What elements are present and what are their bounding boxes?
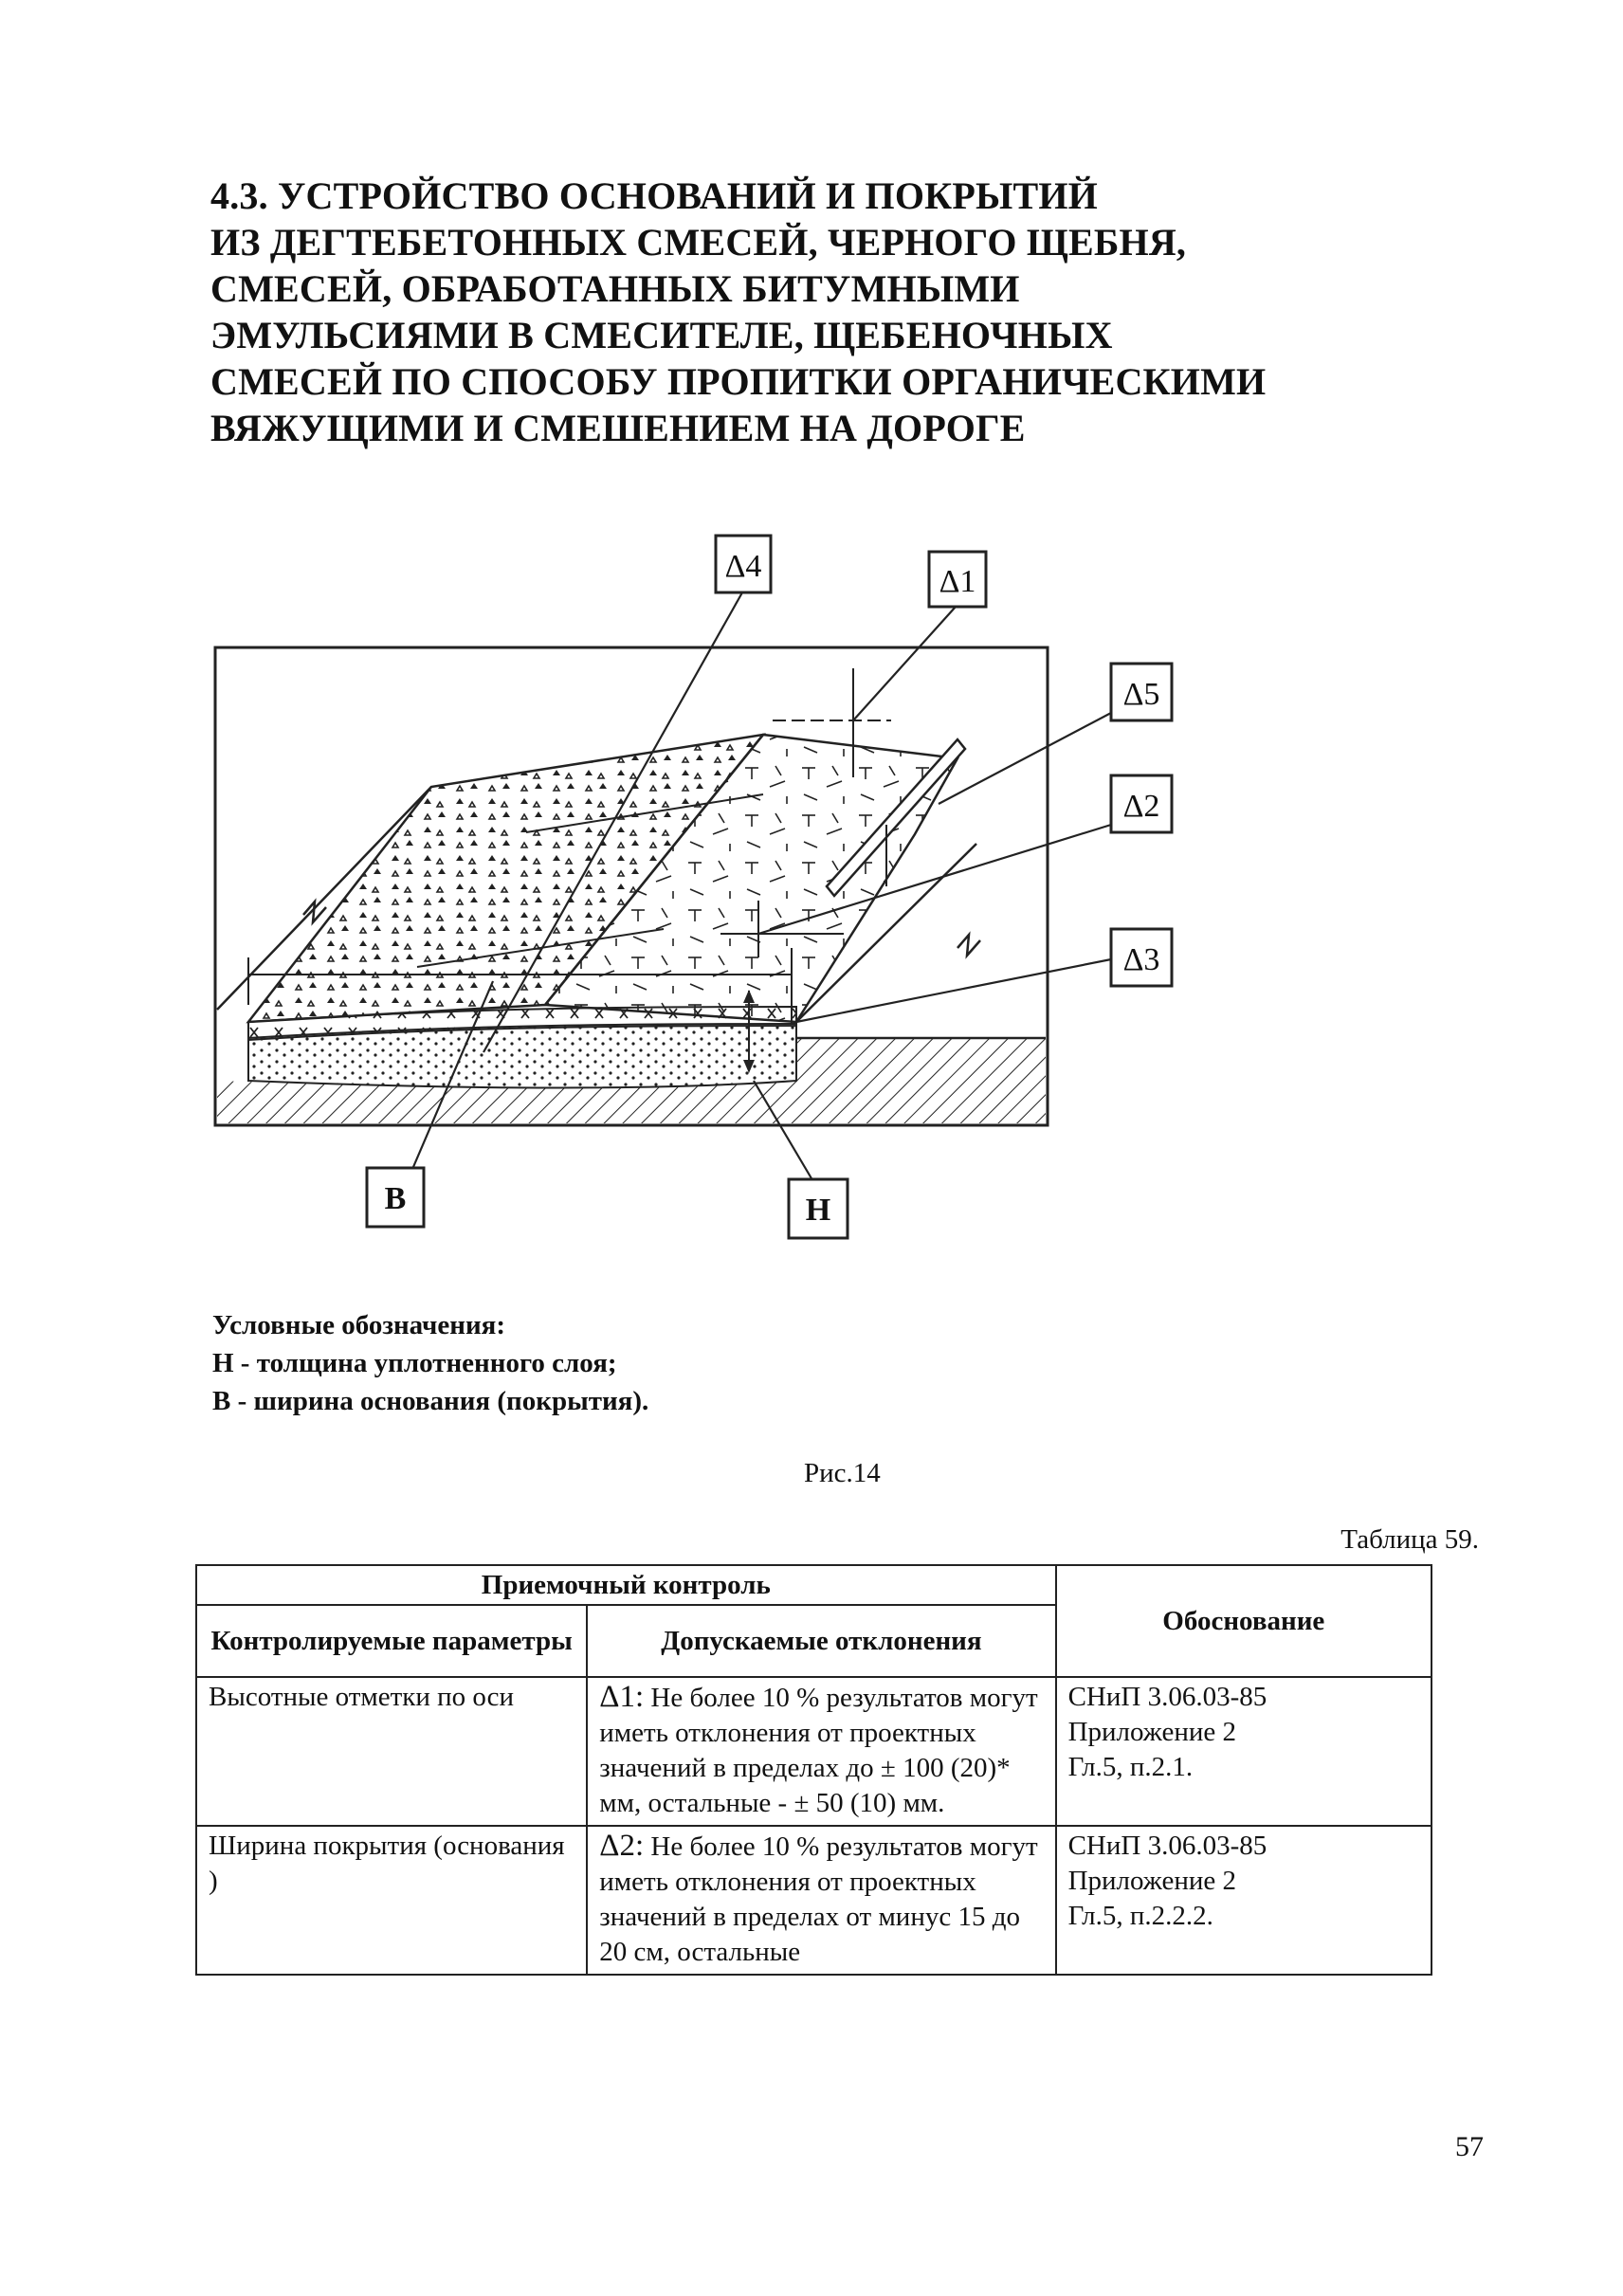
acceptance-control-table: Приемочный контроль Обоснование Контроли… [194,1564,1433,1976]
heading-line: ИЗ ДЕГТЕБЕТОННЫХ СМЕСЕЙ, ЧЕРНОГО ЩЕБНЯ, [210,221,1187,264]
deviation-text: Не более 10 % результатов могут иметь от… [599,1683,1038,1818]
shoulder-slope-right [795,843,977,1023]
basis-line: Гл.5, п.2.1. [1067,1752,1194,1782]
label-box-d1 [927,550,988,609]
figure-caption: Рис.14 [804,1458,881,1488]
cell-param: Ширина покрытия (основания ) [194,1825,589,1976]
header-basis: Обоснование [1054,1564,1433,1678]
shoulder-slope-left [216,786,432,1011]
header-deviations: Допускаемые отклонения [586,1604,1057,1678]
page-number: 57 [1455,2131,1484,2162]
cell-basis: СНиП 3.06.03-85 Приложение 2 Гл.5, п.2.1… [1054,1676,1433,1827]
label-d2: Δ2 [1123,789,1160,824]
basis-line: Гл.5, п.2.2.2. [1067,1901,1213,1931]
break-mark [957,931,981,959]
heading-line: 4.3. УСТРОЙСТВО ОСНОВАНИЙ И ПОКРЫТИЙ [210,174,1098,217]
figure-legend: Условные обозначения: Н - толщина уплотн… [212,1306,648,1420]
strip-divider [525,793,764,833]
cell-param: Высотные отметки по оси [194,1676,589,1827]
basis-line: СНиП 3.06.03-85 [1067,1682,1267,1712]
label-d3: Δ3 [1123,942,1160,977]
header-params: Контролируемые параметры [194,1604,589,1678]
table-header-row: Приемочный контроль Обоснование [195,1564,1433,1678]
strip-divider [416,928,665,968]
cell-basis: СНиП 3.06.03-85 Приложение 2 Гл.5, п.2.2… [1054,1825,1433,1976]
leader-d4 [483,592,743,1053]
label-box-d5 [1109,662,1174,722]
thickness-arrowhead [743,990,755,1003]
heading-line: ЭМУЛЬСИЯМИ В СМЕСИТЕЛЕ, ЩЕБЕНОЧНЫХ [210,314,1113,356]
leader-h [753,1080,819,1191]
straightedge-rail [825,738,967,898]
label-box-b [365,1166,426,1229]
legend-item: Н - толщина уплотненного слоя; [212,1348,617,1378]
cell-deviation: Δ1: Не более 10 % результатов могут имет… [586,1676,1057,1827]
basis-line: Приложение 2 [1067,1717,1236,1747]
section-heading: 4.3. УСТРОЙСТВО ОСНОВАНИЙ И ПОКРЫТИЙ ИЗ … [210,173,1348,451]
label-box-d3 [1109,927,1174,988]
table-row: Ширина покрытия (основания ) Δ2: Не боле… [194,1825,1433,1976]
label-box-d4 [714,534,773,594]
figure-frame [213,646,1049,1127]
delta-symbol: Δ1: [599,1680,645,1714]
leader-b [406,980,495,1181]
label-box-d2 [1109,774,1174,834]
leader-d2 [757,823,1112,936]
label-d1: Δ1 [939,564,976,599]
label-d5: Δ5 [1123,677,1160,712]
subgrade-soil [217,1038,1046,1123]
label-h: Н [806,1193,830,1228]
legend-item: В - ширина основания (покрытия). [212,1386,649,1416]
cell-deviation: Δ2: Не более 10 % результатов могут имет… [586,1825,1057,1976]
thickness-arrowhead [743,1060,755,1073]
leader-d5 [938,712,1112,805]
asphalt-surface [542,733,960,1024]
heading-line: СМЕСЕЙ, ОБРАБОТАННЫХ БИТУМНЫМИ [210,267,1020,310]
legend-title: Условные обозначения: [212,1310,506,1340]
basis-line: Приложение 2 [1067,1866,1236,1896]
label-b: В [385,1181,407,1216]
leader-d1 [852,606,957,721]
leader-d3 [795,957,1112,1024]
label-box-h [787,1177,849,1240]
table-header-row: Контролируемые параметры Допускаемые отк… [194,1604,1432,1678]
header-group: Приемочный контроль [195,1564,1057,1606]
table-number: Таблица 59. [1340,1524,1479,1555]
road-layer-figure: Δ4 Δ1 Δ5 Δ2 Δ3 В Н [213,534,1174,1240]
heading-line: СМЕСЕЙ ПО СПОСОБУ ПРОПИТКИ ОРГАНИЧЕСКИМИ [210,360,1267,403]
basis-line: СНиП 3.06.03-85 [1067,1831,1267,1861]
table-row: Высотные отметки по оси Δ1: Не более 10 … [194,1676,1433,1827]
deviation-text: Не более 10 % результатов могут иметь от… [599,1831,1038,1967]
label-d4: Δ4 [725,549,762,584]
break-mark [302,898,327,926]
delta-symbol: Δ2: [599,1829,645,1863]
heading-line: ВЯЖУЩИМИ И СМЕШЕНИЕМ НА ДОРОГЕ [210,407,1026,449]
